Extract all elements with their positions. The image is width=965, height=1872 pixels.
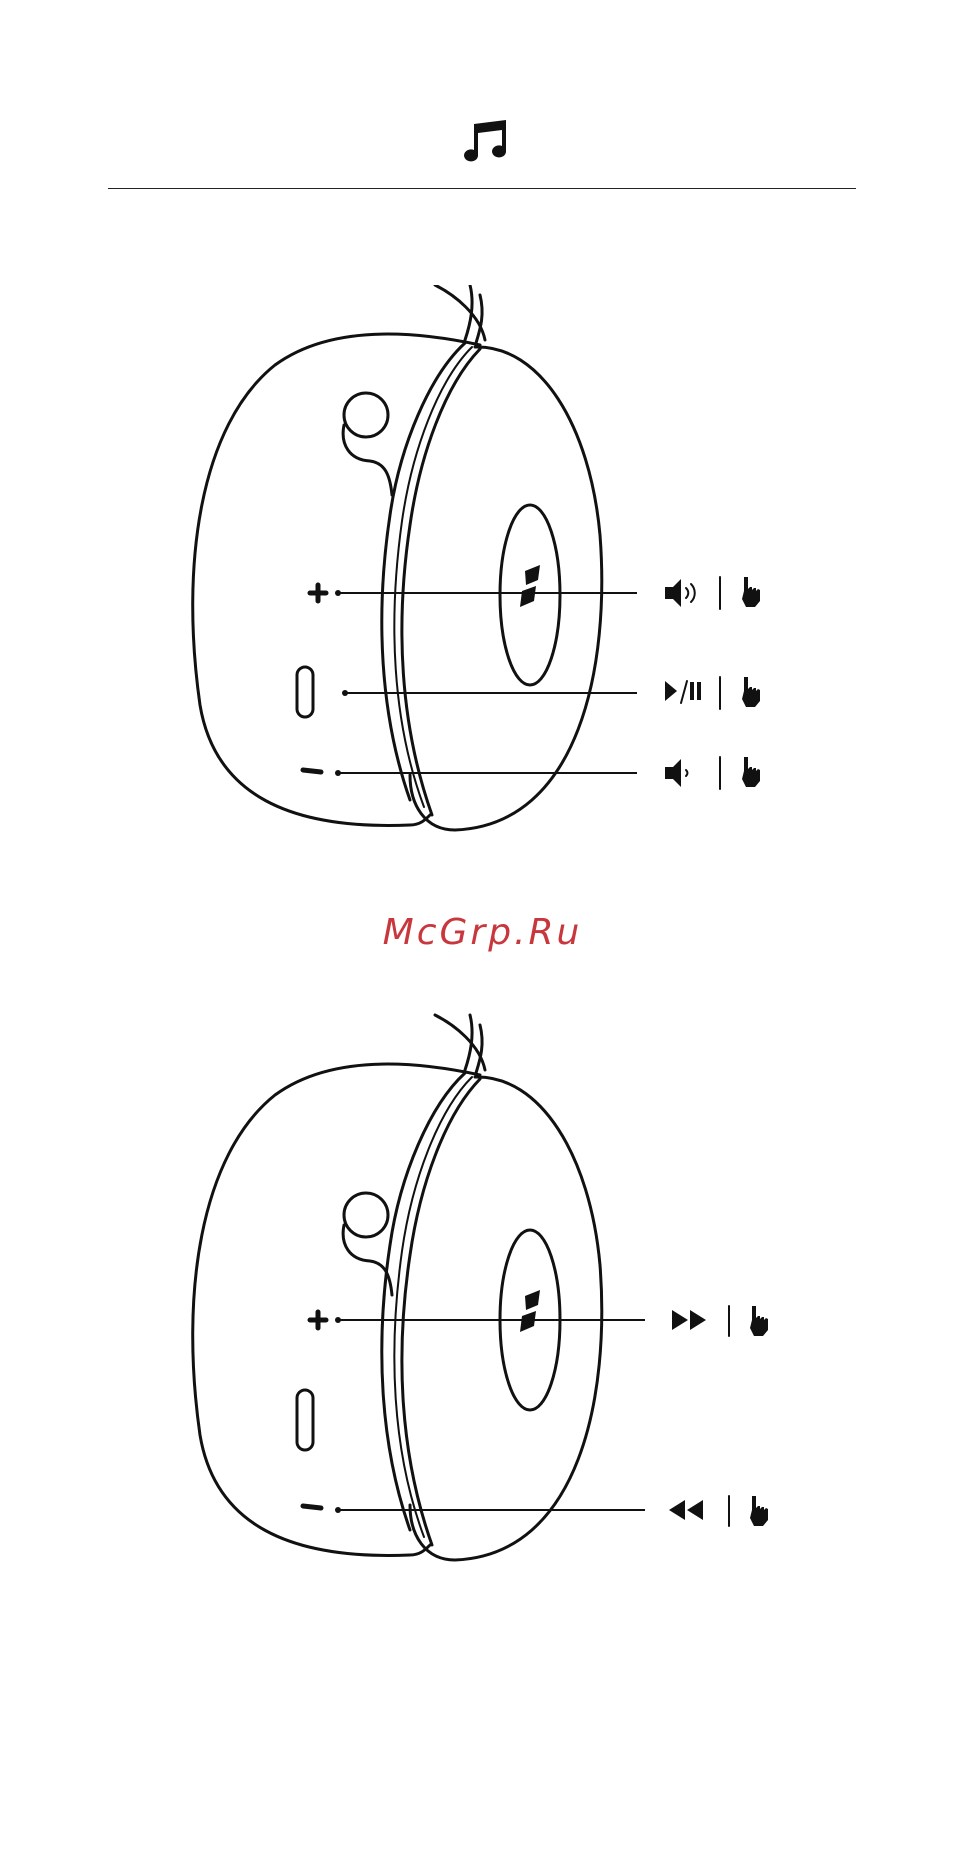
play-pause-icon bbox=[665, 681, 701, 703]
headphone-diagram-volume-playback bbox=[180, 285, 780, 865]
music-note-icon bbox=[460, 118, 512, 166]
headphone-diagram-track-control bbox=[180, 1010, 800, 1590]
press-icon bbox=[742, 677, 760, 707]
volume-up-icon bbox=[665, 579, 695, 607]
press-icon bbox=[750, 1306, 768, 1336]
press-icon bbox=[750, 1496, 768, 1526]
earcup-illustration bbox=[193, 1015, 602, 1560]
watermark: McGrp.Ru bbox=[0, 912, 965, 953]
header-divider bbox=[108, 188, 856, 189]
press-icon bbox=[742, 577, 760, 607]
fast-forward-icon bbox=[672, 1310, 706, 1330]
press-icon bbox=[742, 757, 760, 787]
rewind-icon bbox=[669, 1500, 703, 1520]
volume-down-icon bbox=[665, 759, 688, 787]
earcup-illustration bbox=[193, 285, 602, 830]
